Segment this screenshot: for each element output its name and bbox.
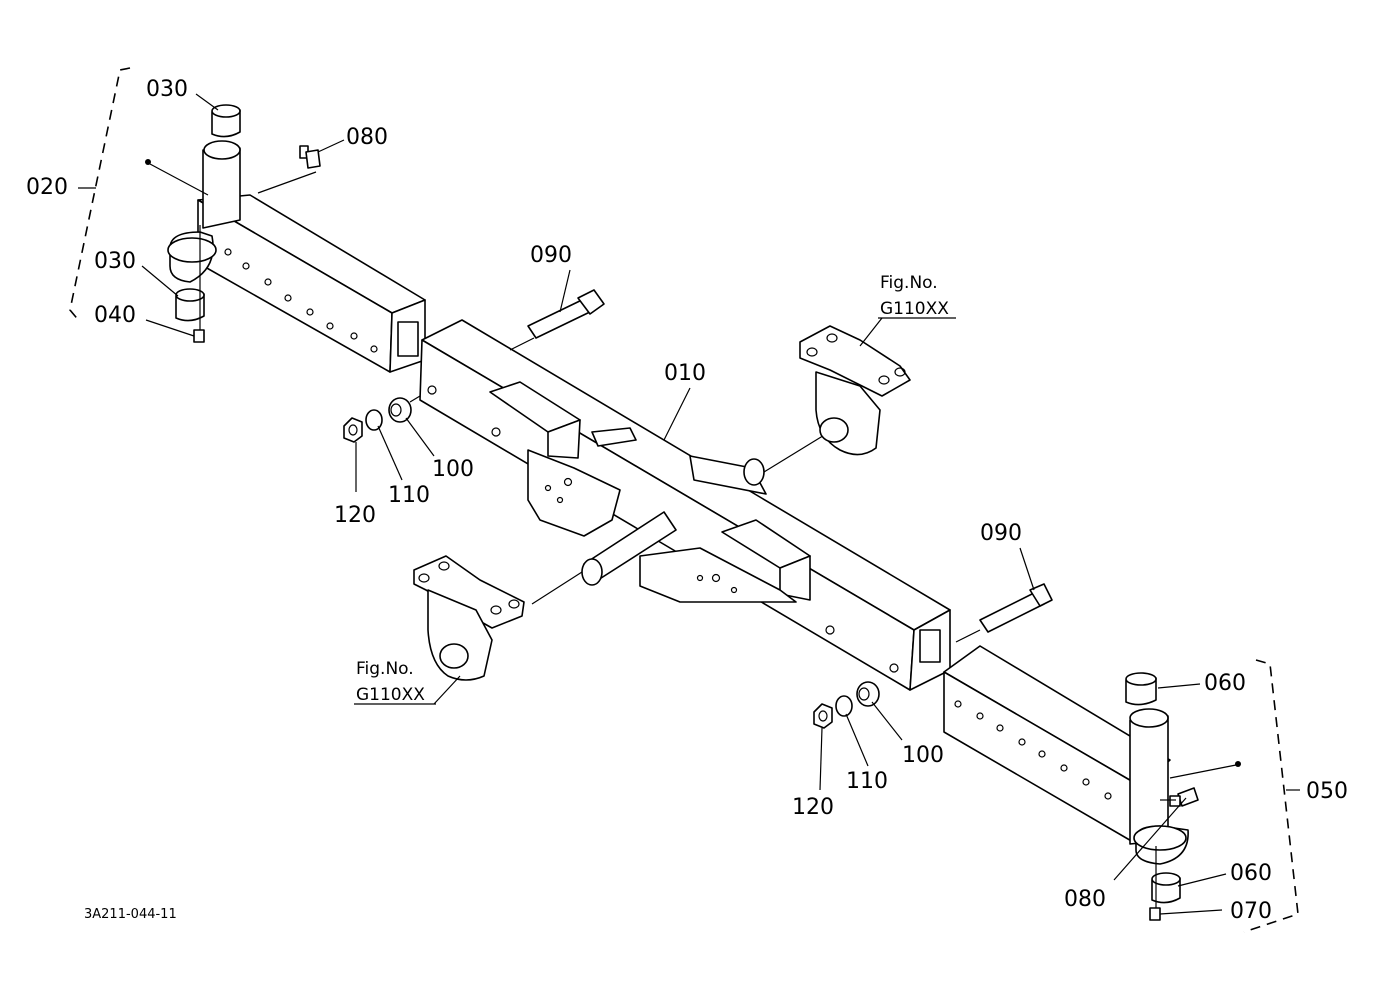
callout-070: 070 [1230,899,1272,924]
callout-010: 010 [664,361,706,386]
callout-120-right: 120 [792,795,834,820]
callout-120-left: 120 [334,503,376,528]
fig-ref-upper-label: Fig.No. [880,273,938,293]
fig-ref-lower-number: G110XX [356,685,425,705]
bolt-090-upper-part [509,289,605,351]
leader-lines [141,93,1227,915]
callout-110-right: 110 [846,769,888,794]
nut-120-right-part [813,703,833,729]
pillow-block-lower-part [413,555,525,681]
callout-100-right: 100 [902,743,944,768]
drawing-code: 3A211-044-11 [84,907,177,922]
bushing-060-bottom-part [1151,872,1181,904]
left-extension-arm-part [167,140,426,373]
callout-050: 050 [1306,779,1348,804]
spacer-100-right-part [856,681,880,707]
callout-030-mid: 030 [94,249,136,274]
grease-nipple-070-part [1149,907,1161,921]
nut-120-left-part [343,417,363,443]
right-extension-arm-part [943,645,1189,865]
callout-040: 040 [94,303,136,328]
callout-060-top: 060 [1204,671,1246,696]
grease-nipple-040-part [193,329,205,343]
callout-110-left: 110 [388,483,430,508]
callout-090-top: 090 [530,243,572,268]
fig-ref-lower-label: Fig.No. [356,659,414,679]
group-bracket-020 [69,67,131,323]
callout-090-right: 090 [980,521,1022,546]
group-bracket-050 [1243,659,1299,933]
lock-washer-110-right-part [835,695,853,717]
callout-080-top: 080 [346,125,388,150]
main-frame-part [419,319,951,691]
reference-dot [1235,761,1241,767]
reference-dot [145,159,151,165]
callout-020: 020 [26,175,68,200]
callout-100-left: 100 [432,457,474,482]
fig-ref-upper-number: G110XX [880,299,949,319]
bolt-080-top-part [257,145,321,194]
callout-080-bottom: 080 [1064,887,1106,912]
bolt-090-lower-part [955,583,1053,643]
spacer-100-left-part [388,397,412,423]
bushing-030-top-part [211,104,241,138]
pillow-block-upper-part [799,325,911,456]
callout-060-bottom: 060 [1230,861,1272,886]
lock-washer-110-left-part [365,409,383,431]
callout-030-top: 030 [146,77,188,102]
bushing-060-top-part [1125,672,1157,706]
